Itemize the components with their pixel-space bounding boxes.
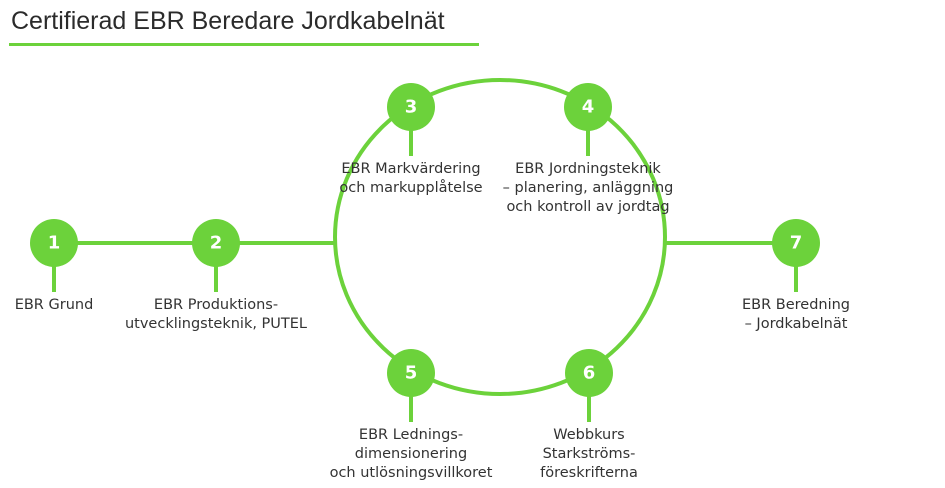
step-node-4: 4 bbox=[564, 83, 612, 131]
step-label-6-line-2: Starkströms- bbox=[542, 446, 636, 462]
step-label-5-line-1: EBR Lednings- bbox=[358, 427, 464, 443]
step-label-6-line-3: föreskrifterna bbox=[540, 465, 638, 481]
step-label-7-line-2: – Jordkabelnät bbox=[744, 316, 848, 332]
step-label-6-line-1: Webbkurs bbox=[553, 427, 625, 443]
path-ring bbox=[333, 78, 667, 396]
step-label-2-line-1: EBR Produktions- bbox=[153, 297, 279, 313]
step-number-4: 4 bbox=[582, 97, 595, 118]
step-label-2: EBR Produktions- utvecklingsteknik, PUTE… bbox=[116, 296, 316, 334]
step-label-7-line-1: EBR Beredning bbox=[741, 297, 851, 313]
title-underline bbox=[9, 43, 479, 46]
step-node-5: 5 bbox=[387, 349, 435, 397]
step-label-4: EBR Jordningsteknik – planering, anläggn… bbox=[493, 160, 683, 217]
step-number-6: 6 bbox=[583, 363, 596, 384]
step-label-4-line-3: och kontroll av jordtag bbox=[506, 199, 670, 215]
step-label-3: EBR Markvärdering och markupplåtelse bbox=[321, 160, 501, 198]
step-number-7: 7 bbox=[790, 233, 803, 254]
step-node-7: 7 bbox=[772, 219, 820, 267]
step-node-3: 3 bbox=[387, 83, 435, 131]
step-number-3: 3 bbox=[405, 97, 418, 118]
step-label-4-line-2: – planering, anläggning bbox=[502, 180, 674, 196]
step-number-1: 1 bbox=[48, 233, 61, 254]
step-node-6: 6 bbox=[565, 349, 613, 397]
step-label-6: Webbkurs Starkströms- föreskrifterna bbox=[514, 426, 664, 483]
step-label-5-line-3: och utlösningsvillkoret bbox=[329, 465, 493, 481]
step-label-5-line-2: dimensionering bbox=[354, 446, 468, 462]
step-node-2: 2 bbox=[192, 219, 240, 267]
step-label-3-line-2: och markupplåtelse bbox=[339, 180, 483, 196]
step-label-1: EBR Grund bbox=[4, 296, 104, 315]
step-label-4-line-1: EBR Jordningsteknik bbox=[515, 161, 661, 177]
diagram-title: Certifierad EBR Beredare Jordkabelnät bbox=[11, 7, 445, 35]
step-label-3-line-1: EBR Markvärdering bbox=[341, 161, 481, 177]
step-label-2-line-2: utvecklingsteknik, PUTEL bbox=[124, 316, 308, 332]
step-label-1-line-1: EBR Grund bbox=[14, 297, 94, 313]
step-label-7: EBR Beredning – Jordkabelnät bbox=[726, 296, 866, 334]
step-label-5: EBR Lednings- dimensionering och utlösni… bbox=[311, 426, 511, 483]
step-number-5: 5 bbox=[405, 363, 418, 384]
step-number-2: 2 bbox=[210, 233, 223, 254]
step-node-1: 1 bbox=[30, 219, 78, 267]
